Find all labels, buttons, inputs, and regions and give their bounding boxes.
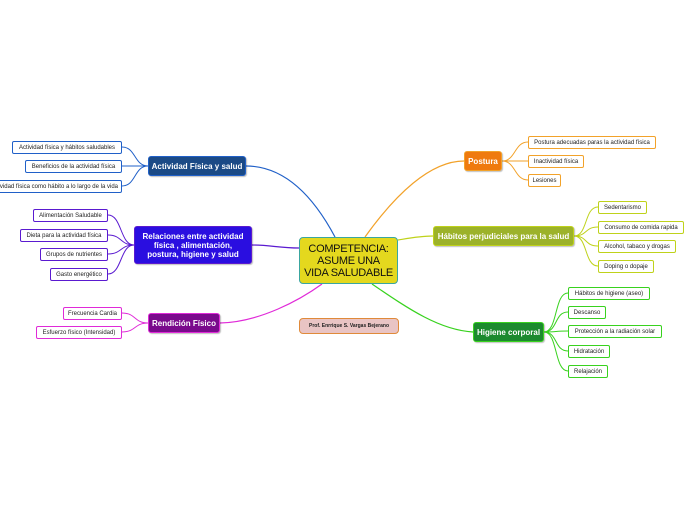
link-center-relaciones: [251, 244, 300, 249]
link-higiene-leaf-4: [543, 331, 569, 372]
leaf-actividad-habitos[interactable]: Actividad física y hábitos saludables: [12, 141, 122, 154]
link-higiene-leaf-1: [543, 311, 569, 333]
leaf-grupos-nutrientes[interactable]: Grupos de nutrientes: [40, 248, 108, 261]
leaf-actividad-habito-vida[interactable]: Actividad física como hábito a lo largo …: [0, 180, 122, 193]
leaf-alimentacion-saludable[interactable]: Alimentación Saludable: [33, 209, 108, 222]
link-higiene-leaf-3: [543, 331, 569, 352]
leaf-frecuencia-cardia[interactable]: Frecuencia Cardia: [63, 307, 122, 320]
link-relaciones-leaf-1: [107, 234, 135, 246]
leaf-descanso[interactable]: Descanso: [568, 306, 606, 319]
topic-postura[interactable]: Postura: [464, 151, 502, 171]
link-actividad-leaf-0: [121, 146, 149, 167]
link-habitos-leaf-0: [573, 206, 599, 237]
link-center-postura: [364, 160, 465, 238]
leaf-esfuerzo-fisico[interactable]: Esfuerzo físico (Intensidad): [36, 326, 122, 339]
topic-higiene-corporal[interactable]: Higiene corporal: [473, 322, 544, 342]
topic-habitos-perjudiciales[interactable]: Hábitos perjudiciales para la salud: [433, 226, 574, 246]
link-relaciones-leaf-3: [107, 244, 135, 275]
link-habitos-leaf-3: [573, 235, 599, 267]
central-topic[interactable]: COMPETENCIA: ASUME UNA VIDA SALUDABLE: [299, 237, 398, 284]
leaf-dieta-actividad[interactable]: Dieta para la actividad física: [20, 229, 108, 242]
leaf-gasto-energetico[interactable]: Gasto energético: [50, 268, 108, 281]
leaf-hidratacion[interactable]: Hidratación: [568, 345, 610, 358]
link-higiene-leaf-0: [543, 292, 569, 333]
link-center-actividad: [245, 165, 336, 238]
link-habitos-leaf-2: [573, 235, 599, 247]
leaf-comida-rapida[interactable]: Consumo de comida rapida: [598, 221, 684, 234]
topic-rendicion-fisico[interactable]: Rendición Físico: [148, 313, 220, 333]
leaf-sedentarismo[interactable]: Sedentarismo: [598, 201, 647, 214]
leaf-inactividad-fisica[interactable]: Inactividad física: [528, 155, 584, 168]
topic-actividad-fisica-salud[interactable]: Actividad Física y salud: [148, 156, 246, 176]
link-rendicion-leaf-0: [121, 312, 149, 324]
leaf-habitos-higiene[interactable]: Hábitos de higiene (aseo): [568, 287, 650, 300]
author-label[interactable]: Prof. Enrrique S. Vargas Bejerano: [299, 318, 399, 334]
link-center-rendicion: [219, 283, 323, 324]
link-habitos-leaf-1: [573, 226, 599, 237]
leaf-actividad-beneficios[interactable]: Beneficios de la actividad física: [25, 160, 122, 173]
link-postura-leaf-0: [501, 141, 529, 162]
leaf-doping[interactable]: Doping o dopaje: [598, 260, 654, 273]
leaf-alcohol-tabaco-drogas[interactable]: Alcohol, tabaco y drogas: [598, 240, 676, 253]
link-center-higiene: [371, 283, 474, 333]
link-postura-leaf-2: [501, 160, 529, 181]
leaf-postura-adecuadas[interactable]: Postura adecuadas paras la actividad fís…: [528, 136, 656, 149]
leaf-radiacion-solar[interactable]: Protección a la radiación solar: [568, 325, 662, 338]
topic-relaciones[interactable]: Relaciones entre actividad física , alim…: [134, 226, 252, 264]
link-relaciones-leaf-0: [107, 214, 135, 246]
link-actividad-leaf-2: [121, 165, 149, 187]
leaf-relajacion[interactable]: Relajación: [568, 365, 608, 378]
leaf-lesiones[interactable]: Lesiones: [528, 174, 561, 187]
link-center-habitos: [397, 235, 434, 241]
link-rendicion-leaf-1: [121, 322, 149, 333]
